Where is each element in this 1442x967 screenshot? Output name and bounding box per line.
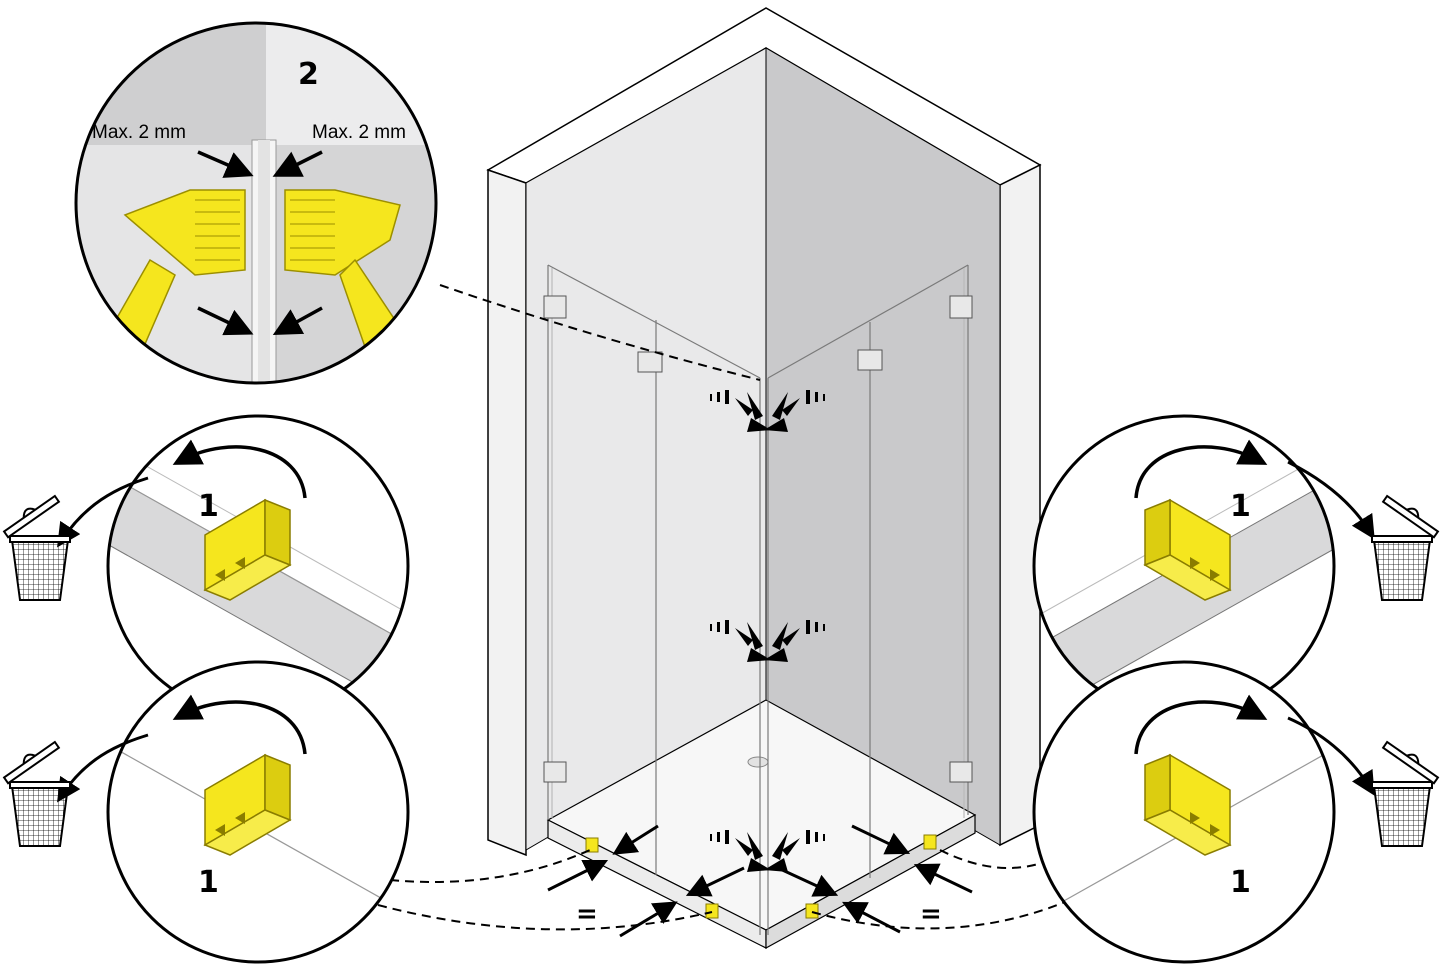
detail-right-lower: 1 xyxy=(1032,660,1442,964)
trash-bin-icon xyxy=(1371,490,1442,601)
equal-mark-right: = xyxy=(920,899,942,929)
hinge xyxy=(543,295,973,783)
gap-label-right: Max. 2 mm xyxy=(312,122,406,143)
alignment-arrows xyxy=(547,824,973,938)
step-number: 1 xyxy=(1230,865,1251,900)
step-number: 2 xyxy=(298,57,319,92)
trash-bin-icon xyxy=(0,736,71,847)
step-number: 1 xyxy=(198,489,219,524)
equal-mark-left: = xyxy=(576,899,598,929)
detail-left-upper: 1 xyxy=(0,414,410,718)
step-number: 1 xyxy=(198,865,219,900)
step-number: 1 xyxy=(1230,489,1251,524)
gap-label-left: Max. 2 mm xyxy=(92,122,186,143)
shower-enclosure xyxy=(486,7,1042,950)
detail-left-lower: 1 xyxy=(0,660,410,964)
leader-lines xyxy=(377,284,1071,931)
detail-top-corner-gap: 2 Max. 2 mm Max. 2 mm xyxy=(74,21,438,385)
trash-bin-icon xyxy=(1371,736,1442,847)
trash-bin-icon xyxy=(0,490,71,601)
press-arrows xyxy=(710,390,825,872)
